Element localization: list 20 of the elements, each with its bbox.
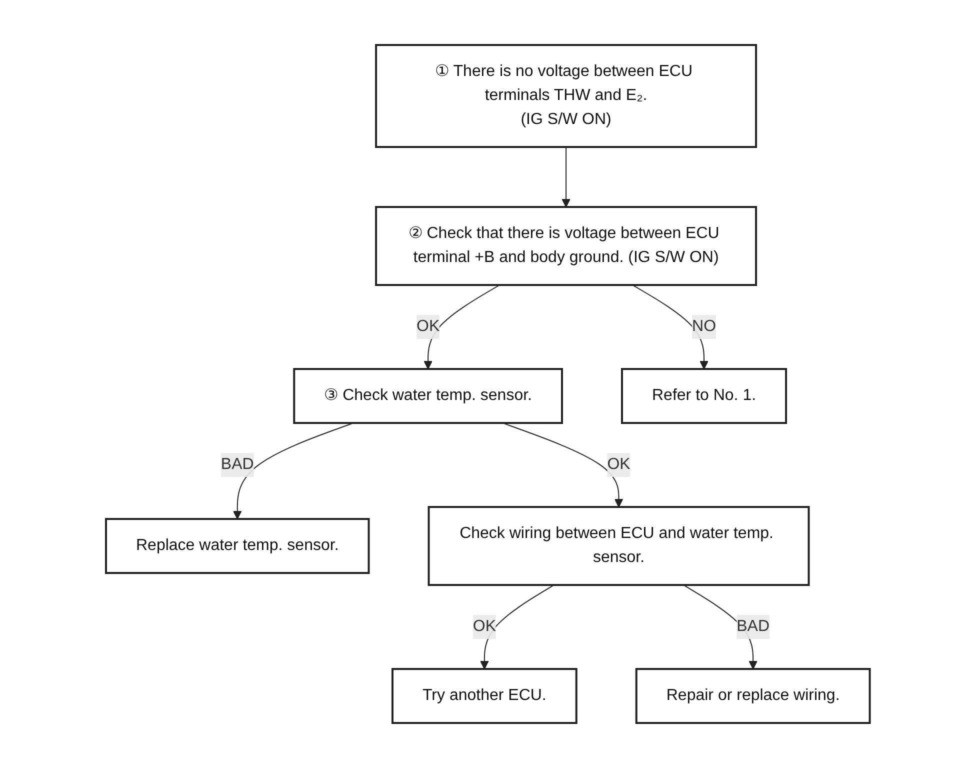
node-box: ① There is no voltage between ECU terminals THW and E₂. (IG S/W ON) xyxy=(374,44,757,148)
arrow xyxy=(502,422,623,508)
edge-label: OK xyxy=(606,456,630,473)
edge-label: OK xyxy=(472,618,496,635)
edge-label: NO xyxy=(692,318,716,335)
node-box: Refer to No. 1. xyxy=(620,368,787,424)
node-box: ③ Check water temp. sensor. xyxy=(292,368,563,424)
arrow xyxy=(423,284,500,370)
edge-label: BAD xyxy=(736,618,770,635)
node-box: Try another ECU. xyxy=(391,668,577,724)
edge-label: BAD xyxy=(220,456,254,473)
arrow xyxy=(232,422,354,520)
edge-label: OK xyxy=(416,318,440,335)
node-box: Repair or replace wiring. xyxy=(634,668,870,724)
node-box: Replace water temp. sensor. xyxy=(104,518,370,574)
arrow xyxy=(632,284,708,370)
node-box: ② Check that there is voltage between ECU terminal +B and body ground. (IG S/W ON) xyxy=(374,206,757,286)
node-box: Check wiring between ECU and water temp. sensor. xyxy=(427,506,810,586)
arrow xyxy=(480,584,554,670)
arrow xyxy=(561,146,570,208)
